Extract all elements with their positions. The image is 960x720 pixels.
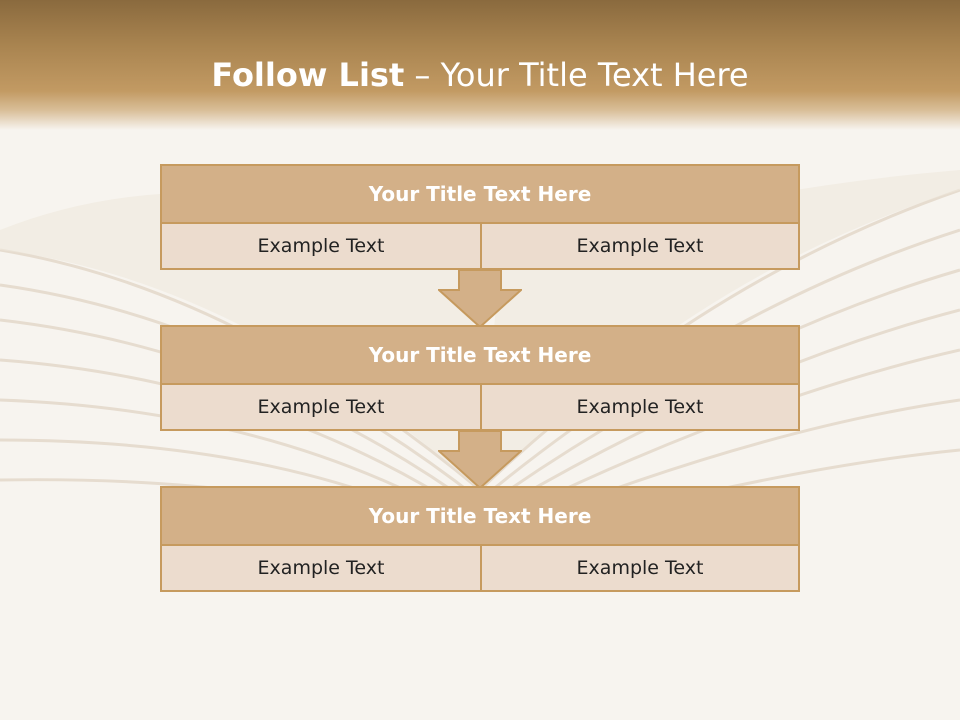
flow-block-right-cell: Example Text: [576, 235, 704, 257]
slide-title-bold: Follow List: [211, 56, 405, 94]
flow-block-title: Your Title Text Here: [162, 488, 798, 546]
slide-title-rest: – Your Title Text Here: [414, 56, 749, 94]
header-band: [0, 0, 960, 130]
flow-block-left-cell: Example Text: [162, 385, 482, 429]
flow-block-left-cell: Example Text: [162, 224, 482, 268]
flow-block-3: Your Title Text Here Example Text Exampl…: [160, 486, 800, 592]
down-arrow-icon: [438, 270, 522, 328]
flow-block-right-cell: Example Text: [576, 557, 704, 579]
flow-block-2: Your Title Text Here Example Text Exampl…: [160, 325, 800, 431]
flow-block-right-cell: Example Text: [576, 396, 704, 418]
slide-title: Follow List – Your Title Text Here: [0, 52, 960, 98]
down-arrow-icon: [438, 431, 522, 489]
flow-block-title: Your Title Text Here: [162, 166, 798, 224]
flow-block-title: Your Title Text Here: [162, 327, 798, 385]
flow-block-left-cell: Example Text: [162, 546, 482, 590]
flow-block-1: Your Title Text Here Example Text Exampl…: [160, 164, 800, 270]
